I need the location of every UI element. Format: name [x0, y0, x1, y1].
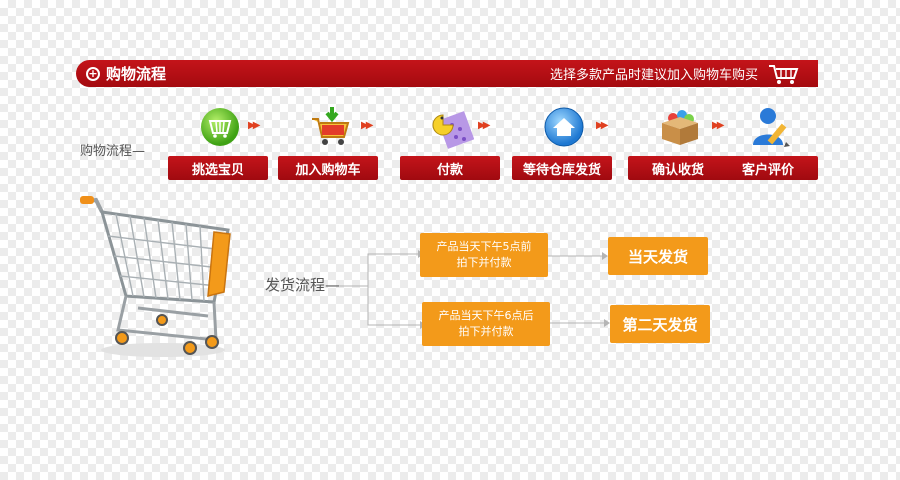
shipping-condition-box: 产品当天下午5点前 拍下并付款 — [420, 233, 548, 277]
shipping-result-box: 第二天发货 — [610, 305, 710, 343]
shopping-cart-illustration — [80, 196, 231, 357]
step-payment: 付款 — [400, 105, 500, 185]
step-confirm-receipt: 确认收货 — [628, 105, 728, 185]
add-to-cart-icon — [312, 107, 350, 145]
flow-arrow-icon: ▶▶ — [478, 120, 491, 131]
shipping-result-box: 当天发货 — [608, 237, 708, 275]
header-bar: + 购物流程 选择多款产品时建议加入购物车购买 — [76, 60, 818, 87]
step-label: 付款 — [400, 156, 500, 180]
step-label: 客户评价 — [718, 156, 818, 180]
condition-text: 拍下并付款 — [456, 256, 512, 269]
step-select-item: 挑选宝贝 — [168, 105, 268, 185]
header-title: 购物流程 — [106, 65, 167, 83]
result-text: 当天发货 — [627, 247, 688, 266]
step-add-to-cart: 加入购物车 — [278, 105, 378, 185]
header-subtitle: 选择多款产品时建议加入购物车购买 — [549, 68, 758, 83]
step-wait-shipping: 等待仓库发货 — [512, 105, 612, 185]
flow-arrow-icon: ▶▶ — [361, 120, 374, 131]
package-icon — [662, 110, 698, 145]
header-subtitle-group: 选择多款产品时建议加入购物车购买 — [550, 63, 800, 85]
shipping-flow-label-text: 发货流程 — [265, 276, 326, 294]
flow-arrow-icon: ▶▶ — [248, 120, 261, 131]
shipping-flow-label: 发货流程— — [265, 276, 341, 294]
payment-icon — [432, 111, 474, 149]
step-label: 确认收货 — [628, 156, 728, 180]
shopping-basket-icon — [201, 108, 239, 146]
plus-circle-icon: + — [86, 66, 100, 81]
flow-arrow-icon: ▶▶ — [596, 120, 609, 131]
condition-text: 产品当天下午6点后 — [438, 309, 534, 322]
shopping-flow-label-text: 购物流程 — [80, 144, 133, 159]
condition-text: 产品当天下午5点前 — [436, 240, 532, 253]
condition-text: 拍下并付款 — [458, 325, 514, 338]
step-label: 等待仓库发货 — [512, 156, 612, 180]
step-customer-review: 客户评价 — [718, 105, 818, 185]
result-text: 第二天发货 — [622, 315, 698, 334]
step-label: 挑选宝贝 — [168, 156, 268, 180]
header-title-group: + 购物流程 — [86, 63, 166, 84]
step-label: 加入购物车 — [278, 156, 378, 180]
warehouse-icon — [544, 107, 584, 147]
shipping-condition-box: 产品当天下午6点后 拍下并付款 — [422, 302, 550, 346]
flow-arrow-icon: ▶▶ — [712, 120, 725, 131]
shopping-cart-icon — [769, 64, 799, 84]
shopping-flow-label: 购物流程— — [80, 144, 146, 159]
review-icon — [753, 108, 790, 147]
